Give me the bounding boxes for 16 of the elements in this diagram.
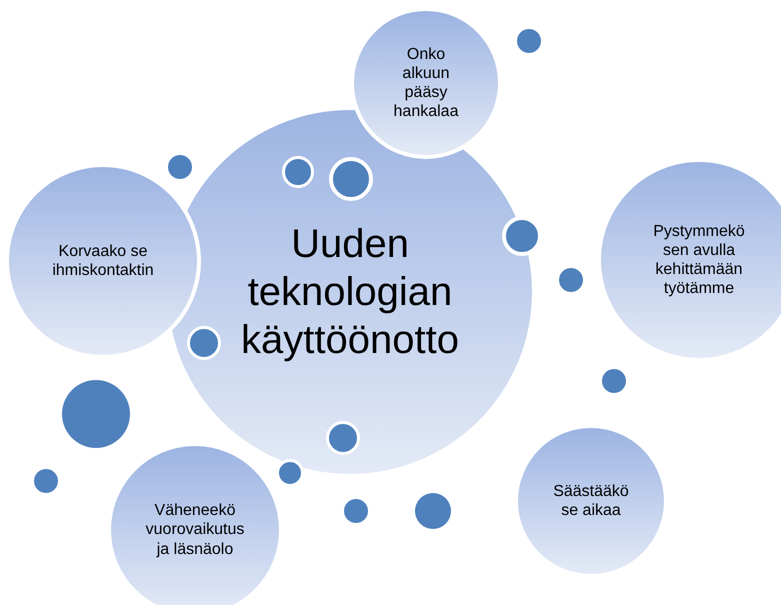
decorative-dot	[602, 369, 626, 393]
question-text: Korvaako se ihmiskontaktin	[51, 242, 155, 280]
decorative-dot	[187, 326, 221, 360]
decorative-dot	[415, 493, 451, 529]
decorative-dot	[559, 268, 583, 292]
central-topic: Uuden teknologian käyttöönotto	[240, 221, 460, 364]
question-text: Väheneekö vuorovaikutus ja läsnäolo	[144, 501, 246, 559]
question-text: Onko alkuun pääsy hankalaa	[392, 44, 460, 122]
decorative-dot	[344, 499, 368, 523]
decorative-dot	[34, 469, 58, 493]
question-text: Pystymmekö sen avulla kehittämään työtämme	[652, 222, 746, 298]
question-text: Säästääkö se aikaa	[552, 482, 630, 520]
decorative-dot	[326, 421, 360, 455]
decorative-dot	[517, 29, 541, 53]
decorative-dot	[329, 157, 373, 201]
decorative-dot	[282, 156, 314, 188]
